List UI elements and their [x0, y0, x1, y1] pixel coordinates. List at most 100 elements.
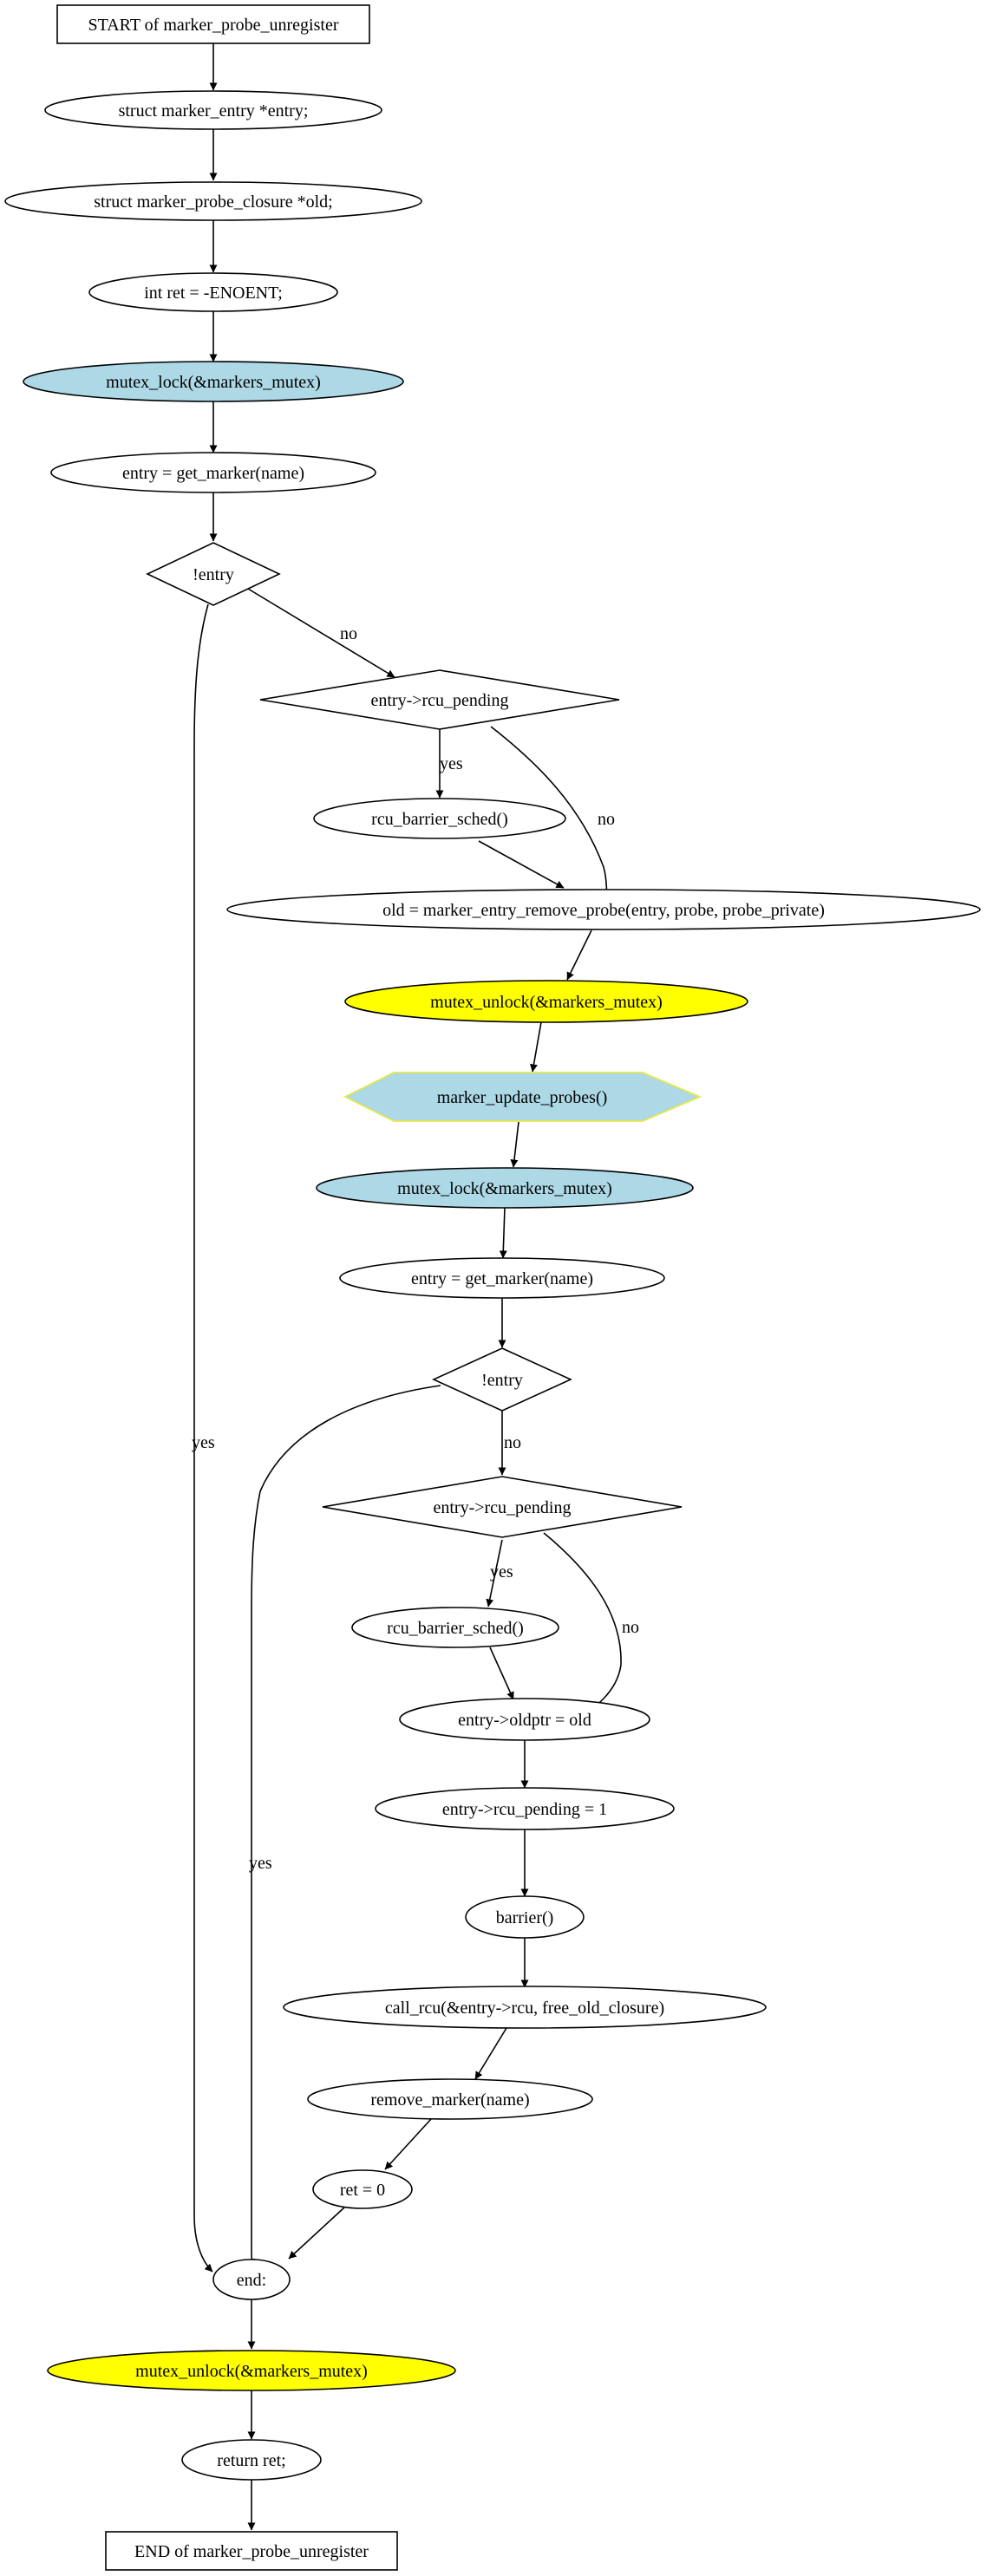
edge-label-pending2-no: no [622, 1618, 639, 1637]
edge-pending2-to-barrier-sched2 [486, 1539, 503, 1608]
edge-call-rcu-to-remove-marker [474, 2027, 507, 2080]
ret0-ellipse [312, 2169, 413, 2209]
node-unlock1: mutex_unlock(&markers_mutex) [344, 980, 748, 1023]
node-remove-marker: remove_marker(name) [307, 2078, 593, 2120]
edge-check1-to-end [193, 603, 213, 2273]
barrier-sched2-label: rcu_barrier_sched() [387, 1619, 524, 1638]
lock2-ellipse [316, 1167, 694, 1209]
decl-entry-label: struct marker_entry *entry; [119, 101, 309, 121]
end-label: END of marker_probe_unregister [134, 2542, 369, 2561]
edge-barrier-sched2-to-oldptr [489, 1647, 514, 1700]
node-end: END of marker_probe_unregister [105, 2531, 398, 2571]
node-set-pending: entry->rcu_pending = 1 [375, 1787, 675, 1830]
set-pending-ellipse [375, 1787, 675, 1830]
edge-ret0-to-end [288, 2207, 345, 2260]
check2-label: !entry [481, 1371, 523, 1390]
edge-check2-to-end [247, 1385, 441, 2267]
remove-probe-label: old = marker_entry_remove_probe(entry, p… [382, 901, 825, 920]
edge-label-check2-no: no [504, 1433, 521, 1452]
node-call-rcu: call_rcu(&entry->rcu, free_old_closure) [283, 1986, 767, 2029]
get1-ellipse [50, 452, 376, 493]
edge-check1-to-pending1 [243, 585, 395, 678]
edge-pending1-to-remove-probe [490, 726, 611, 906]
oldptr-label: entry->oldptr = old [458, 1711, 591, 1730]
edge-label-check2-yes: yes [249, 1854, 272, 1873]
lock1-label: mutex_lock(&markers_mutex) [106, 373, 321, 392]
node-unlock-end: mutex_unlock(&markers_mutex) [47, 2350, 456, 2391]
node-lock2: mutex_lock(&markers_mutex) [316, 1167, 694, 1209]
node-check1: !entry [146, 542, 281, 606]
ret0-label: ret = 0 [340, 2181, 385, 2200]
pending2-label: entry->rcu_pending [433, 1498, 571, 1517]
unlock1-label: mutex_unlock(&markers_mutex) [430, 993, 663, 1012]
remove-marker-label: remove_marker(name) [370, 2090, 529, 2110]
edge-label-pending2-yes: yes [490, 1562, 513, 1581]
nodes: START of marker_probe_unregister struct … [4, 4, 981, 2571]
node-ret0: ret = 0 [312, 2169, 413, 2209]
node-decl-entry: struct marker_entry *entry; [44, 90, 382, 130]
lock1-ellipse [23, 361, 404, 402]
edge-label-pending1-no: no [598, 810, 615, 829]
edges [193, 43, 622, 2531]
check1-diamond [146, 542, 281, 606]
lock2-label: mutex_lock(&markers_mutex) [397, 1179, 612, 1198]
return-ret-label: return ret; [217, 2451, 285, 2470]
node-oldptr: entry->oldptr = old [399, 1698, 650, 1741]
node-get2: entry = get_marker(name) [339, 1257, 665, 1299]
node-barrier-sched1: rcu_barrier_sched() [313, 798, 566, 839]
oldptr-ellipse [399, 1698, 650, 1741]
end-box [105, 2531, 398, 2571]
decl-old-ellipse [4, 181, 422, 221]
start-box [56, 4, 370, 44]
pending2-diamond [322, 1476, 683, 1538]
remove-marker-ellipse [307, 2078, 593, 2120]
edge-label-check1-yes: yes [192, 1433, 215, 1452]
decl-entry-ellipse [44, 90, 382, 130]
set-pending-label: entry->rcu_pending = 1 [442, 1800, 607, 1819]
edge-label-pending1-yes: yes [440, 754, 463, 773]
call-rcu-ellipse [283, 1986, 767, 2029]
edge-label-check1-no: no [340, 624, 357, 643]
node-remove-probe: old = marker_entry_remove_probe(entry, p… [226, 889, 981, 930]
pending1-label: entry->rcu_pending [370, 691, 508, 710]
pending1-diamond [259, 669, 620, 730]
unlock1-ellipse [344, 980, 748, 1023]
decl-ret-label: int ret = -ENOENT; [144, 284, 283, 303]
edge-barrier-sched1-to-remove-probe [478, 840, 565, 889]
update-probes-label: marker_update_probes() [437, 1088, 608, 1107]
unlock-end-ellipse [47, 2350, 456, 2391]
start-label: START of marker_probe_unregister [88, 16, 339, 35]
call-rcu-label: call_rcu(&entry->rcu, free_old_closure) [385, 1999, 664, 2018]
check1-label: !entry [193, 565, 234, 584]
node-end-label: end: [212, 2259, 291, 2300]
decl-old-label: struct marker_probe_closure *old; [94, 192, 332, 212]
remove-probe-ellipse [226, 889, 981, 930]
node-decl-old: struct marker_probe_closure *old; [4, 181, 422, 221]
unlock-end-label: mutex_unlock(&markers_mutex) [135, 2362, 368, 2381]
edge-remove-marker-to-ret0 [384, 2118, 432, 2170]
get2-label: entry = get_marker(name) [411, 1269, 593, 1288]
node-pending1: entry->rcu_pending [259, 669, 620, 730]
end-label-text: end: [237, 2271, 266, 2290]
get1-label: entry = get_marker(name) [122, 464, 304, 483]
node-pending2: entry->rcu_pending [322, 1476, 683, 1538]
node-check2: !entry [432, 1347, 572, 1412]
end-label-ellipse [212, 2259, 291, 2300]
barrier-sched2-ellipse [351, 1607, 559, 1648]
node-update-probes: marker_update_probes() [343, 1072, 702, 1122]
get2-ellipse [339, 1257, 665, 1299]
edge-remove-probe-to-unlock1 [566, 929, 592, 981]
barrier-sched1-ellipse [313, 798, 566, 839]
edge-labels: no yes yes no no yes yes no [192, 624, 639, 1873]
edge-unlock1-to-update-probes [530, 1021, 542, 1073]
node-barrier: barrier() [465, 1895, 585, 1939]
barrier-sched1-label: rcu_barrier_sched() [371, 810, 508, 829]
update-probes-hexagon [343, 1072, 702, 1122]
barrier-label: barrier() [496, 1908, 554, 1927]
edge-lock2-to-get2 [499, 1207, 507, 1259]
node-barrier-sched2: rcu_barrier_sched() [351, 1607, 559, 1648]
node-get1: entry = get_marker(name) [50, 452, 376, 493]
node-decl-ret: int ret = -ENOENT; [88, 272, 338, 312]
barrier-ellipse [465, 1895, 585, 1939]
